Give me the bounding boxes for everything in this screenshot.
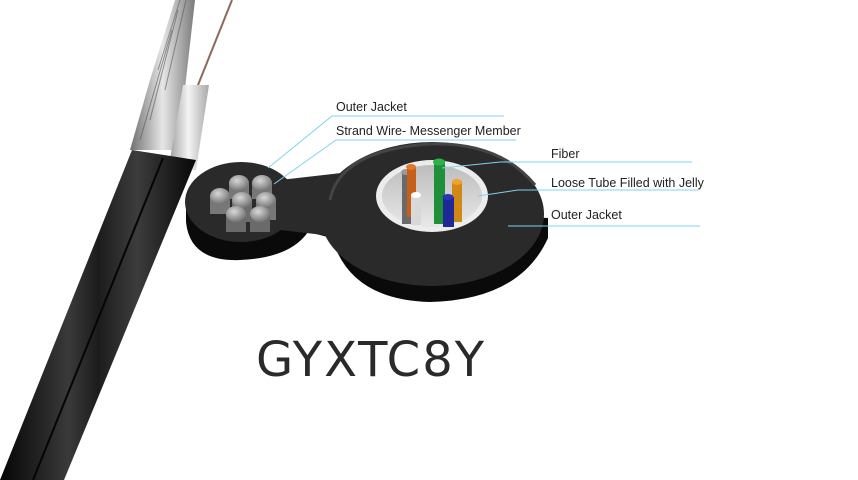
strand-wire-1 bbox=[210, 188, 230, 204]
leader-fiber bbox=[441, 161, 692, 169]
label-outer-jacket-left: Outer Jacket bbox=[336, 100, 407, 114]
leader-loose-tube bbox=[477, 189, 698, 197]
strand-wire-3 bbox=[252, 175, 272, 191]
outer-jacket-cable bbox=[0, 150, 196, 480]
fiber-blue bbox=[442, 194, 454, 200]
label-loose-tube: Loose Tube Filled with Jelly bbox=[551, 176, 704, 190]
fiber-green bbox=[433, 158, 445, 166]
fiber-white bbox=[411, 192, 421, 198]
fiber-yellow bbox=[452, 179, 462, 185]
loose-tube-exposed bbox=[168, 85, 209, 170]
cable-groove bbox=[32, 157, 164, 480]
strand-wire-2 bbox=[229, 175, 249, 191]
loose-tube-inner bbox=[382, 165, 482, 227]
cable-body bbox=[0, 0, 233, 480]
steel-strand-bundle bbox=[210, 175, 276, 232]
strand-wire-6 bbox=[250, 206, 270, 222]
cable-cross-section bbox=[185, 142, 548, 302]
loose-tube-section bbox=[376, 158, 488, 232]
fiber-orange bbox=[406, 164, 416, 170]
strand-wire-4 bbox=[256, 192, 276, 208]
leader-strand-wire bbox=[273, 139, 516, 185]
face-highlight bbox=[328, 142, 537, 201]
fiber-lead-wire bbox=[195, 0, 233, 91]
label-fiber: Fiber bbox=[551, 147, 580, 161]
strand-wire-center bbox=[232, 192, 252, 208]
strand-wire-lines bbox=[139, 0, 187, 141]
leader-lines bbox=[267, 115, 700, 227]
label-strand-wire: Strand Wire- Messenger Member bbox=[336, 124, 521, 138]
strand-wire-5 bbox=[226, 206, 246, 222]
leader-outer-jacket-left bbox=[267, 115, 504, 169]
model-name-title: GYXTC8Y bbox=[256, 332, 487, 388]
label-outer-jacket-right: Outer Jacket bbox=[551, 208, 622, 222]
